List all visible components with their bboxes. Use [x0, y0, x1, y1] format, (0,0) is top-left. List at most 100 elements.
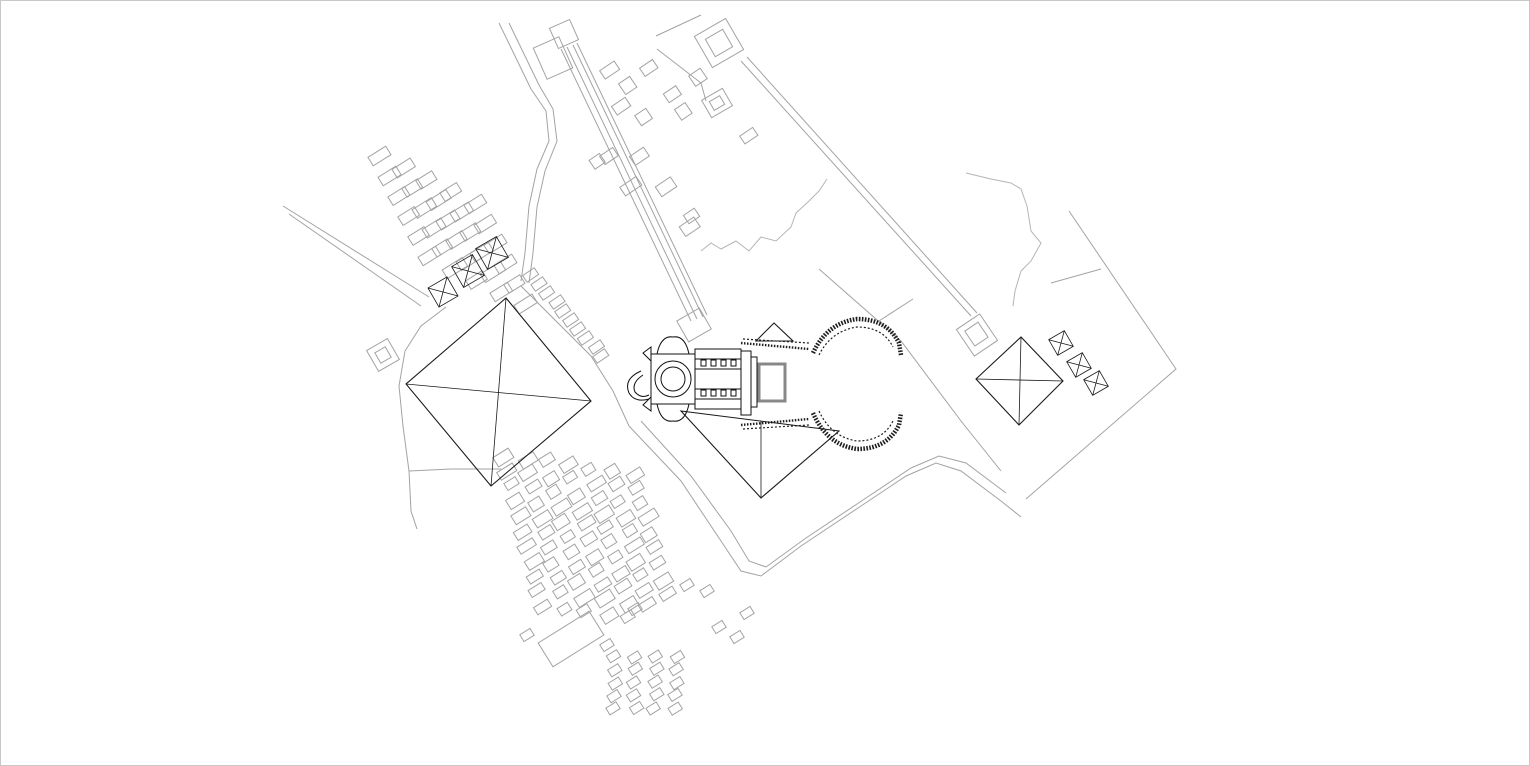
queen-pyramid-outline	[475, 236, 509, 270]
building-block	[647, 649, 664, 664]
building-block	[648, 554, 667, 571]
causeway-north-b	[566, 46, 698, 320]
building-block	[593, 504, 616, 525]
building-block	[606, 662, 623, 678]
building-block	[463, 193, 488, 215]
building-block	[648, 686, 665, 702]
building-block	[623, 536, 646, 555]
building-block	[411, 197, 438, 219]
building-block	[530, 276, 548, 292]
building-block	[668, 662, 684, 677]
building-block	[625, 552, 647, 572]
enclosure-east-d	[878, 298, 914, 322]
corridor-north-inner	[742, 338, 810, 344]
dome-inner	[660, 366, 686, 392]
basilica-pier	[710, 359, 717, 367]
building-block	[473, 213, 498, 235]
building-block	[729, 629, 745, 645]
colonnade-arc-north-inner	[818, 326, 894, 356]
road-ring-south	[408, 468, 501, 472]
building-block	[469, 241, 495, 263]
building-block	[669, 675, 685, 691]
causeway-north-c	[572, 44, 704, 318]
building-block	[617, 75, 638, 96]
building-block	[561, 469, 579, 485]
queen-pyramid-diagonal	[463, 254, 473, 288]
building-block	[619, 609, 636, 625]
colonnade-arc-north	[810, 316, 904, 356]
basilica-pier	[700, 359, 707, 367]
chapel-north	[642, 346, 652, 363]
context-roads	[282, 14, 1177, 577]
east-pyramid	[975, 336, 1064, 426]
queen-pyramid-diagonal	[1075, 352, 1083, 378]
building-block	[598, 60, 621, 80]
building-block	[634, 107, 654, 127]
basilica-pier	[730, 389, 737, 397]
building-block	[606, 549, 624, 565]
corridor-south-inner	[742, 424, 810, 430]
building-block	[634, 581, 654, 600]
colonnade-arc-south	[810, 412, 904, 452]
building-block	[573, 587, 596, 609]
queens-pyramids-west	[427, 236, 509, 308]
building-block	[557, 455, 579, 475]
building-block	[519, 627, 535, 643]
queen-pyramid	[1083, 370, 1109, 396]
building-block	[587, 339, 606, 355]
building-block	[645, 538, 664, 555]
building-block	[439, 181, 463, 203]
mortuary-temple-east-inner	[964, 321, 989, 347]
building-block	[598, 146, 619, 166]
queen-pyramid-diagonal	[1057, 330, 1065, 356]
building-block	[401, 178, 424, 198]
building-block	[603, 462, 622, 480]
building-block	[391, 157, 417, 179]
queen-pyramid-outline	[1048, 330, 1074, 356]
boundary-north	[655, 14, 702, 37]
building-block	[669, 649, 686, 665]
building-block	[541, 469, 561, 488]
building-block	[510, 506, 532, 526]
building-block	[739, 126, 759, 145]
building-block	[492, 447, 515, 468]
avenue-east-b	[746, 56, 978, 314]
building-block	[587, 561, 605, 578]
queen-pyramid	[451, 254, 485, 288]
building-block	[503, 475, 520, 492]
building-block	[367, 145, 392, 167]
queen-pyramid-diagonal	[438, 276, 448, 308]
building-block	[625, 675, 642, 690]
temple-mid	[700, 87, 734, 119]
building-block	[667, 687, 683, 703]
building-block	[539, 539, 558, 556]
building-block	[658, 585, 678, 603]
basilica-plan	[627, 336, 787, 422]
building-block	[503, 274, 526, 294]
building-block	[699, 583, 715, 599]
building-block	[596, 519, 614, 536]
building-block	[562, 543, 581, 561]
building-block	[607, 475, 626, 493]
building-block	[566, 572, 587, 592]
building-block	[525, 568, 545, 585]
building-block	[541, 555, 560, 573]
building-block	[512, 523, 533, 542]
building-block	[431, 238, 454, 258]
road-ring-east	[520, 285, 630, 427]
apse-inner	[633, 374, 650, 397]
queens-pyramids-east	[1048, 330, 1109, 396]
basilica-piers	[700, 359, 737, 397]
building-block	[493, 253, 518, 275]
colonnade-arc-south-inner	[818, 410, 894, 442]
building-block	[609, 494, 626, 510]
building-block	[465, 270, 489, 290]
building-block	[673, 101, 693, 121]
building-block	[489, 281, 514, 303]
road-south-loop-b	[640, 420, 1007, 568]
basilica-pier	[700, 389, 707, 397]
building-block	[638, 58, 659, 78]
valley-temple-north	[532, 36, 574, 80]
piazza-retta	[757, 362, 787, 403]
